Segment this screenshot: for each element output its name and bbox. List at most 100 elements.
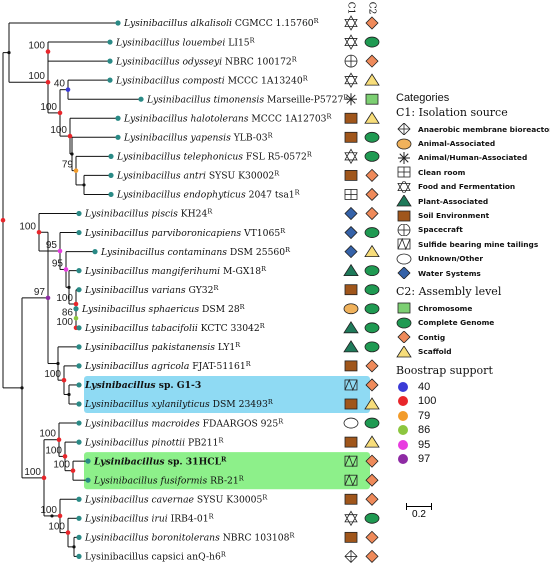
- taxon-genus: Lysinibacillus: [115, 37, 183, 48]
- taxon-label: Lysinibacillus composti MCCC 1A13240R: [115, 74, 309, 86]
- taxon-label: Lysinibacillus sphaericus DSM 28R: [81, 303, 246, 315]
- support-value: 100: [19, 221, 36, 232]
- legend-item-label: Food and Fermentation: [418, 182, 516, 192]
- taxon-genus: Lysinibacillus: [116, 171, 184, 182]
- node-support-dot: [62, 454, 68, 459]
- c2-marker-scaffold: [364, 244, 380, 258]
- node-support-dot: [73, 168, 79, 173]
- c1-marker-spacecraft: [344, 54, 358, 68]
- node-support-dot: [65, 87, 71, 92]
- type-strain-mark: R: [207, 208, 213, 216]
- legend-symbol: [398, 439, 408, 450]
- legend-item-label: Soil Environment: [418, 211, 490, 221]
- legend-shape-plant: [396, 195, 412, 207]
- legend-symbol: [398, 396, 408, 407]
- taxon-genus: Lysinibacillus: [100, 247, 168, 258]
- legend-bootstrap-title: Boostrap support: [396, 363, 493, 377]
- legend-shape-chromosome: [397, 303, 411, 314]
- legend-item-label: 97: [418, 453, 431, 465]
- bootstrap-dot: [398, 425, 408, 436]
- legend-item-label: Animal-Associated: [418, 139, 496, 149]
- legend-item-boot-95: 95: [396, 437, 548, 451]
- taxon-strain: YLB-03: [231, 133, 268, 144]
- node-support-dot: [65, 530, 71, 535]
- taxon-genus: Lysinibacillus: [85, 552, 152, 563]
- type-strain-mark: R: [278, 417, 284, 425]
- legend-symbol: [397, 223, 411, 236]
- c2-marker-scaffold: [364, 435, 380, 448]
- taxon-strain: MCCC 1A13240: [225, 75, 303, 86]
- taxon-strain: anQ-h6: [184, 552, 221, 563]
- taxon-strain: DSM 28: [199, 304, 240, 315]
- legend-shape-sulfide: [397, 238, 411, 251]
- leaf-tip: [108, 153, 114, 159]
- taxon-epithet: varians: [152, 285, 186, 296]
- leaf-tip: [73, 306, 79, 312]
- taxon-label: Lysinibacillus irui IRB4-01R: [84, 513, 215, 525]
- taxon-epithet: pinottii: [152, 437, 186, 448]
- c1-marker-soil: [344, 112, 358, 124]
- legend-symbol: [396, 345, 412, 358]
- support-value: 86: [62, 307, 74, 318]
- legend-item-label: Scaffold: [418, 347, 452, 357]
- taxon-label: Lysinibacillus odysseyi NBRC 100172R: [115, 55, 298, 67]
- legend-symbol: [396, 138, 412, 149]
- type-strain-mark: R: [303, 74, 309, 82]
- c1-marker-animal_human: [345, 93, 357, 106]
- bootstrap-dot: [398, 439, 408, 450]
- node-support-dot: [56, 361, 60, 366]
- legend-item-soil: Soil Environment: [396, 208, 548, 222]
- taxon-label: Lysinibacillus capsici anQ-h6R: [85, 551, 227, 563]
- legend-item-boot-86: 86: [396, 423, 548, 437]
- legend-item-animal: Animal-Associated: [396, 136, 548, 150]
- node-support-dot: [57, 513, 63, 519]
- leaf-tip: [76, 401, 82, 407]
- c1-marker-soil: [344, 360, 358, 372]
- taxon-label: Lysinibacillus mangiferihumi M-GX18R: [84, 265, 267, 277]
- c1-marker-plant: [343, 340, 359, 353]
- leaf-tip: [108, 191, 114, 198]
- legend-item-anaerobic: Anaerobic membrane bioreactor: [396, 122, 550, 136]
- c1-marker-soil: [344, 493, 358, 505]
- type-strain-mark: R: [314, 17, 320, 25]
- legend-item-label: Clean room: [418, 167, 466, 177]
- support-value: 100: [40, 102, 57, 113]
- legend-item-label: Anaerobic membrane bioreactor: [418, 124, 550, 134]
- taxon-strain: NBRC 100172: [222, 56, 292, 67]
- taxon-strain: DSM 23493: [210, 399, 268, 410]
- clade-highlight: [84, 452, 370, 490]
- taxon-strain: SYSU K30002: [206, 171, 274, 182]
- node-support-dot: [67, 133, 73, 139]
- taxon-genus: Lysinibacillus: [116, 190, 184, 201]
- node-support-dot: [70, 152, 74, 156]
- support-value: 100: [40, 505, 57, 516]
- type-strain-mark: R: [289, 532, 295, 540]
- legend-item-water: Water Systems: [396, 266, 548, 280]
- c1-marker-soil: [344, 131, 358, 143]
- type-strain-mark: R: [292, 55, 298, 63]
- taxon-genus: Lysinibacillus: [84, 437, 152, 448]
- taxon-label: Lysinibacillus macroides FDAARGOS 925R: [84, 417, 284, 429]
- node-support-dot: [50, 514, 54, 518]
- type-strain-mark: R: [221, 551, 227, 559]
- taxon-genus: Lysinibacillus: [84, 266, 152, 277]
- leaf-tip: [76, 534, 82, 540]
- node-support-dot: [41, 475, 47, 481]
- node-support-dot: [36, 229, 42, 235]
- taxon-epithet: endophyticus: [184, 190, 246, 201]
- scale-bar-label: 0.2: [412, 509, 426, 520]
- c1-marker-soil: [344, 436, 358, 448]
- legend-item-complete: Complete Genome: [396, 316, 548, 330]
- leaf-tip: [107, 58, 113, 64]
- taxon-genus: Lysinibacillus: [93, 456, 168, 467]
- node-support-dot: [45, 295, 51, 301]
- type-strain-mark: R: [209, 513, 215, 521]
- taxon-epithet: fusiformis: [160, 475, 208, 486]
- taxon-epithet: boronitolerans: [152, 533, 221, 544]
- legend-item-label: 100: [418, 395, 437, 408]
- legend: Categories C1: Isolation source Anaerobi…: [396, 92, 550, 466]
- legend-symbol: [397, 210, 411, 221]
